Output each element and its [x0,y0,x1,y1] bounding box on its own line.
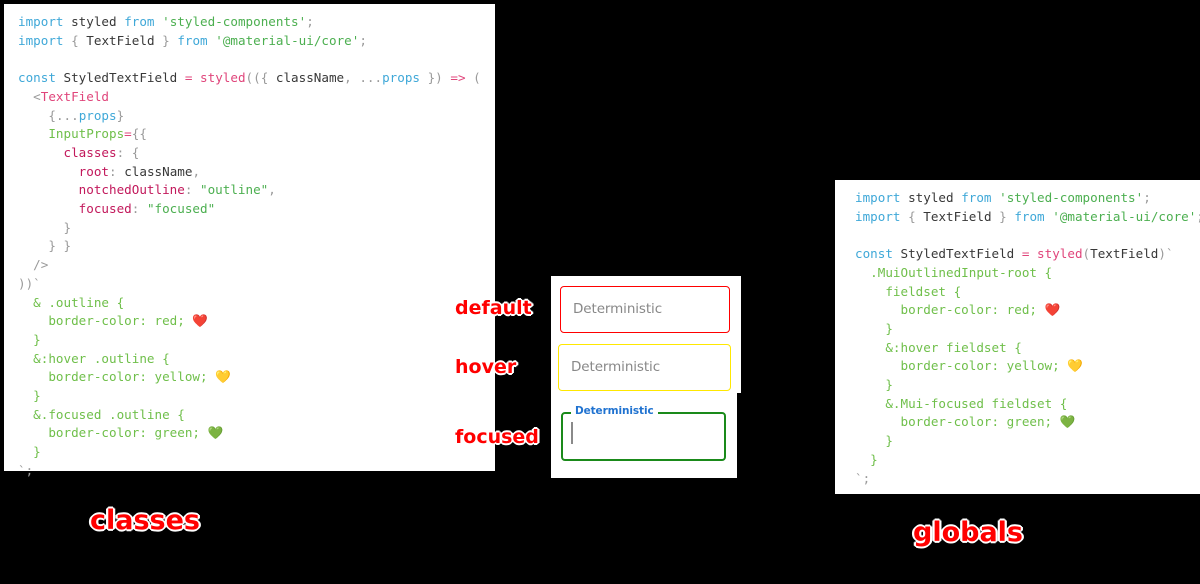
code-line: border-color: yellow; 💛 [48,369,231,385]
code-panel-globals: import styled from 'styled-components'; i… [835,180,1200,494]
code-line: import { TextField } from '@material-ui/… [855,208,1200,224]
code-line: } [33,444,41,460]
code-line: const StyledTextField = styled(({ classN… [18,70,481,86]
code-line: } [885,377,893,393]
code-line: import styled from 'styled-components'; [18,14,314,29]
code-line: border-color: yellow; 💛 [900,358,1084,374]
code-line: border-color: green; 💚 [48,425,224,441]
textfield-default[interactable] [560,286,730,333]
panel-title-classes: classes [90,505,201,536]
code-line: import { TextField } from '@material-ui/… [18,32,367,48]
text-caret-icon [571,422,573,444]
code-line: } [885,433,893,449]
code-line: &.Mui-focused fieldset { [885,395,1068,411]
code-line: classes: { [63,144,140,160]
code-line: & .outline { [33,294,125,310]
code-line: border-color: red; ❤️ [900,302,1061,318]
panel-title-globals: globals [913,517,1024,548]
code-line: <TextField [33,88,110,104]
code-line: &.focused .outline { [33,406,185,422]
code-line: } [33,331,41,347]
code-line: } [885,320,893,336]
code-line: `; [18,462,34,478]
textfield-hover-value: Deterministic [571,359,661,375]
code-line: &:hover fieldset { [885,339,1022,355]
code-line: fieldset { [885,283,962,299]
code-line: .MuiOutlinedInput-root { [870,264,1053,280]
demo-panel-upper-backdrop [551,276,741,393]
code-line: &:hover .outline { [33,350,170,366]
annotation-hover: hover [455,356,517,378]
code-line: {...props} [48,107,125,123]
textfield-focused[interactable] [561,412,726,461]
annotation-default: default [455,297,532,319]
code-line: focused: "focused" [78,201,216,217]
textfield-hover[interactable] [558,344,731,391]
textfield-default-value: Deterministic [573,301,663,317]
code-line [18,50,495,69]
code-line: /> [33,257,49,273]
textfield-focused-label: Deterministic [571,405,658,418]
code-line: InputProps={{ [48,126,147,142]
code-line: border-color: green; 💚 [900,414,1076,430]
code-line: border-color: red; ❤️ [48,313,209,329]
code-line [855,226,1200,245]
code-line: root: className, [78,163,201,179]
annotation-focused: focused [455,426,539,448]
code-line: ))` [18,275,41,291]
code-panel-classes: import styled from 'styled-components'; i… [4,4,495,478]
code-line: } [870,451,878,467]
code-line: notchedOutline: "outline", [78,182,276,198]
code-line: const StyledTextField = styled(TextField… [855,246,1174,262]
code-line: } [63,219,72,235]
code-line: `; [855,470,871,486]
code-line: import styled from 'styled-components'; [855,190,1151,205]
code-line: } [33,388,41,404]
code-line: } } [48,238,72,254]
